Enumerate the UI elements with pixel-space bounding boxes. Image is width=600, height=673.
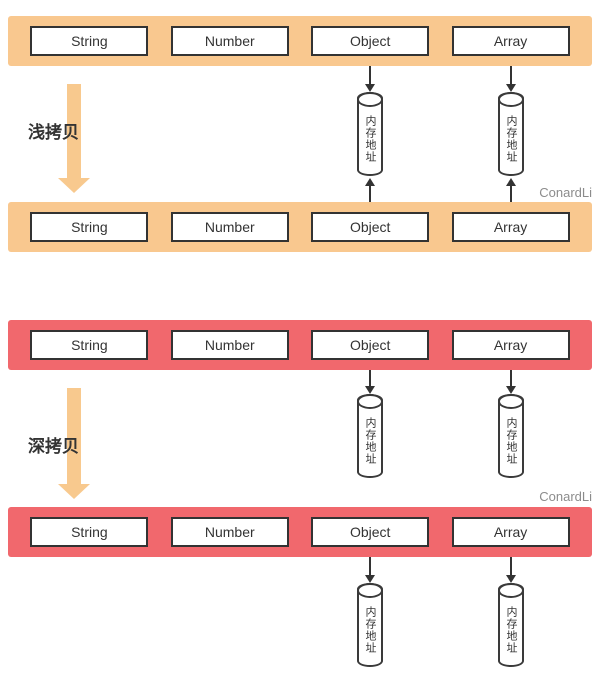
type-box-number: Number bbox=[170, 517, 289, 547]
type-box-string: String bbox=[30, 517, 149, 547]
type-box-array: Array bbox=[451, 212, 570, 242]
memory-cylinder: 内存地址 bbox=[357, 394, 383, 478]
arrow-down-icon bbox=[365, 66, 375, 92]
memory-cylinder: 内存地址 bbox=[498, 583, 524, 667]
deep-copy-bar: String Number Object Array bbox=[8, 507, 592, 557]
arrow-up-icon bbox=[365, 178, 375, 202]
memory-label: 内存地址 bbox=[364, 605, 376, 654]
watermark: ConardLi bbox=[539, 489, 592, 504]
type-box-array: Array bbox=[451, 26, 570, 56]
memory-label: 内存地址 bbox=[505, 605, 517, 654]
type-box-object: Object bbox=[311, 26, 430, 56]
type-box-number: Number bbox=[170, 330, 289, 360]
shallow-copy-label: 浅拷贝 bbox=[28, 123, 79, 142]
deep-source-bar: String Number Object Array bbox=[8, 320, 592, 370]
memory-cylinder: 内存地址 bbox=[498, 394, 524, 478]
type-box-array: Array bbox=[451, 330, 570, 360]
arrow-down-icon bbox=[506, 370, 516, 394]
type-box-string: String bbox=[30, 212, 149, 242]
shallow-copy-arrow-icon bbox=[58, 84, 90, 193]
type-box-number: Number bbox=[170, 26, 289, 56]
shallow-source-bar: String Number Object Array bbox=[8, 16, 592, 66]
memory-label: 内存地址 bbox=[505, 416, 517, 465]
memory-cylinder: 内存地址 bbox=[498, 92, 524, 176]
watermark: ConardLi bbox=[539, 185, 592, 200]
type-box-object: Object bbox=[311, 212, 430, 242]
memory-label: 内存地址 bbox=[364, 416, 376, 465]
type-box-string: String bbox=[30, 330, 149, 360]
memory-cylinder: 内存地址 bbox=[357, 583, 383, 667]
shallow-copy-bar: String Number Object Array bbox=[8, 202, 592, 252]
memory-cylinder: 内存地址 bbox=[357, 92, 383, 176]
deep-copy-label: 深拷贝 bbox=[28, 437, 79, 456]
type-box-array: Array bbox=[451, 517, 570, 547]
type-box-object: Object bbox=[311, 330, 430, 360]
memory-label: 内存地址 bbox=[364, 114, 376, 163]
arrow-down-icon bbox=[506, 66, 516, 92]
deep-copy-arrow-icon bbox=[58, 388, 90, 499]
type-box-object: Object bbox=[311, 517, 430, 547]
type-box-string: String bbox=[30, 26, 149, 56]
arrow-up-icon bbox=[506, 178, 516, 202]
memory-label: 内存地址 bbox=[505, 114, 517, 163]
type-box-number: Number bbox=[170, 212, 289, 242]
arrow-down-icon bbox=[365, 557, 375, 583]
arrow-down-icon bbox=[365, 370, 375, 394]
arrow-down-icon bbox=[506, 557, 516, 583]
